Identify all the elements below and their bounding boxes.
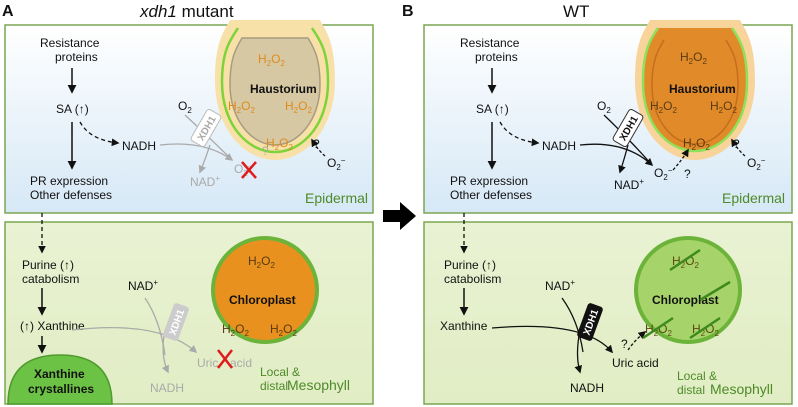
chloroplast-label-a: Chloroplast bbox=[229, 293, 296, 307]
local-a-1: Local & bbox=[260, 365, 300, 379]
epidermal-label-a: Epidermal bbox=[305, 190, 368, 206]
haustorium-a bbox=[215, 20, 335, 160]
pr-b-1: PR expression bbox=[450, 174, 528, 188]
uric-a: Uric bbox=[197, 356, 218, 370]
pr-a-2: Other defenses bbox=[30, 188, 112, 202]
question-b-3: ? bbox=[621, 337, 628, 351]
panel-a-title: xdh1 mutant bbox=[139, 2, 234, 21]
h2o2-a-4: H2O2 bbox=[266, 136, 293, 152]
sa-a: SA (↑) bbox=[56, 102, 89, 116]
haustorium-b bbox=[635, 20, 755, 160]
mesophyll-label-a: Mesophyll bbox=[287, 377, 350, 393]
h2o2-ca-2: H2O2 bbox=[222, 322, 249, 338]
purine-b-2: catabolism bbox=[444, 272, 501, 286]
uric-acid-b: Uric acid bbox=[612, 356, 659, 370]
h2o2-b-3: H2O2 bbox=[710, 99, 737, 115]
pr-a-1: PR expression bbox=[30, 174, 108, 188]
pr-b-2: Other defenses bbox=[450, 188, 532, 202]
chloroplast-b-h2o2: H2O2 H2O2 H2O2 bbox=[642, 248, 731, 340]
h2o2-a-3: H2O2 bbox=[285, 99, 312, 115]
h2o2-ca-3: H2O2 bbox=[270, 322, 297, 338]
question-a-1: ? bbox=[262, 144, 269, 158]
mesophyll-label-b: Mesophyll bbox=[710, 381, 773, 397]
local-b-1: Local & bbox=[677, 369, 717, 383]
resistance-b-2: proteins bbox=[475, 50, 518, 64]
o2-b: O2 bbox=[597, 99, 611, 115]
nad-plus-bottom-b: NAD+ bbox=[545, 278, 575, 293]
nad-plus-b: NAD+ bbox=[614, 177, 644, 192]
h2o2-b-1: H2O2 bbox=[680, 50, 707, 66]
svg-text:H2O2: H2O2 bbox=[692, 322, 719, 338]
o2-a: O2 bbox=[178, 99, 192, 115]
panel-b-title: WT bbox=[563, 2, 589, 21]
crystallines-1: Xanthine bbox=[34, 367, 85, 381]
chloroplast-label-b: Chloroplast bbox=[652, 293, 719, 307]
svg-text:H2O2: H2O2 bbox=[645, 322, 672, 338]
red-x-a-bottom bbox=[217, 349, 233, 369]
resistance-a-2: proteins bbox=[55, 50, 98, 64]
local-b-2: distal bbox=[677, 383, 705, 397]
resistance-a-1: Resistance bbox=[40, 36, 100, 50]
o2minus-a: O2− bbox=[327, 156, 346, 172]
purine-a-2: catabolism bbox=[22, 272, 79, 286]
red-x-a-top bbox=[241, 161, 257, 179]
local-a-2: distal bbox=[260, 379, 288, 393]
h2o2-a-1: H2O2 bbox=[258, 52, 285, 68]
panel-a-letter: A bbox=[2, 3, 14, 20]
xanthine-b: Xanthine bbox=[440, 319, 488, 333]
acid-a: acid bbox=[230, 356, 252, 370]
purine-a-1: Purine (↑) bbox=[22, 258, 74, 272]
epidermal-label-b: Epidermal bbox=[722, 190, 785, 206]
xanthine-a: (↑) Xanthine bbox=[20, 319, 85, 333]
h2o2-b-4: H2O2 bbox=[683, 136, 710, 152]
question-b-1: ? bbox=[684, 167, 691, 181]
nad-plus-a: NAD+ bbox=[190, 174, 220, 189]
chloroplast-a bbox=[211, 236, 319, 344]
h2o2-a-2: H2O2 bbox=[228, 99, 255, 115]
nadh-bottom-a: NADH bbox=[150, 381, 184, 395]
resistance-b-1: Resistance bbox=[460, 36, 520, 50]
nad-plus-bottom-a: NAD+ bbox=[128, 278, 158, 293]
h2o2-b-2: H2O2 bbox=[650, 99, 677, 115]
purine-b-1: Purine (↑) bbox=[444, 258, 496, 272]
xanthine-crystallines bbox=[7, 354, 113, 405]
nadh-bottom-b: NADH bbox=[570, 381, 604, 395]
haustorium-label-a: Haustorium bbox=[250, 82, 317, 96]
haustorium-label-b: Haustorium bbox=[669, 82, 736, 96]
crystallines-2: crystallines bbox=[28, 382, 94, 396]
svg-text:H2O2: H2O2 bbox=[672, 254, 699, 270]
panel-b-letter: B bbox=[402, 3, 414, 20]
h2o2-ca-1: H2O2 bbox=[248, 254, 275, 270]
nadh-top-b: NADH bbox=[542, 139, 576, 153]
transition-arrow bbox=[383, 202, 416, 230]
sa-b: SA (↑) bbox=[476, 102, 509, 116]
nadh-top-a: NADH bbox=[122, 139, 156, 153]
chloroplast-b bbox=[634, 236, 742, 344]
